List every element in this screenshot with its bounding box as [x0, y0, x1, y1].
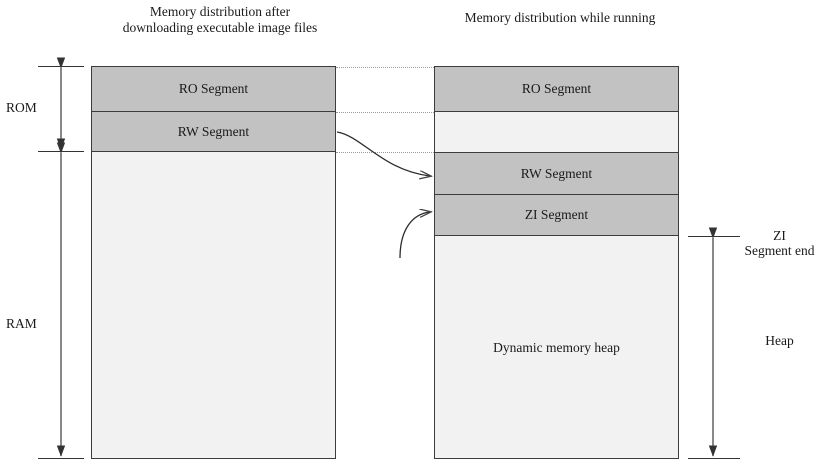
axis-label-rom: ROM — [6, 100, 37, 115]
tick-ram-bottom — [38, 458, 84, 459]
left-segment-ro-label: RO Segment — [178, 81, 249, 96]
right-segment-gap — [435, 112, 678, 153]
right-segment-zi: ZI Segment — [435, 195, 678, 236]
right-memory-box: RO Segment RW Segment ZI Segment Dynamic… — [434, 66, 679, 459]
left-segment-rw: RW Segment — [92, 112, 335, 152]
left-segment-ro: RO Segment — [92, 67, 335, 112]
left-segment-free — [92, 152, 335, 458]
dotted-line-rw-bottom — [336, 152, 434, 153]
left-memory-box: RO Segment RW Segment — [91, 66, 336, 459]
tick-heap-bottom — [688, 458, 740, 459]
right-segment-ro-label: RO Segment — [521, 81, 592, 96]
left-diagram-title: Memory distribution after downloading ex… — [122, 4, 318, 35]
dotted-line-ro-top — [336, 67, 434, 68]
tick-rom-top — [38, 66, 84, 67]
left-segment-rw-label: RW Segment — [177, 123, 250, 139]
curved-arrow-rw — [336, 131, 430, 176]
right-diagram-title: Memory distribution while running — [464, 10, 656, 25]
right-segment-heap: Dynamic memory heap — [435, 236, 678, 458]
axis-label-heap: Heap — [765, 333, 794, 348]
dotted-line-ro-bottom — [336, 112, 434, 113]
right-segment-zi-label: ZI Segment — [524, 207, 589, 222]
tick-rom-bottom — [38, 151, 84, 152]
curved-arrow-zi — [399, 212, 430, 259]
heap-area-label: Dynamic memory heap — [493, 340, 620, 355]
axis-label-zi-segment-end: ZI Segment end — [744, 228, 815, 258]
right-segment-rw-label: RW Segment — [520, 165, 593, 181]
axis-label-ram: RAM — [6, 316, 37, 331]
right-segment-rw: RW Segment — [435, 153, 678, 195]
right-segment-ro: RO Segment — [435, 67, 678, 112]
